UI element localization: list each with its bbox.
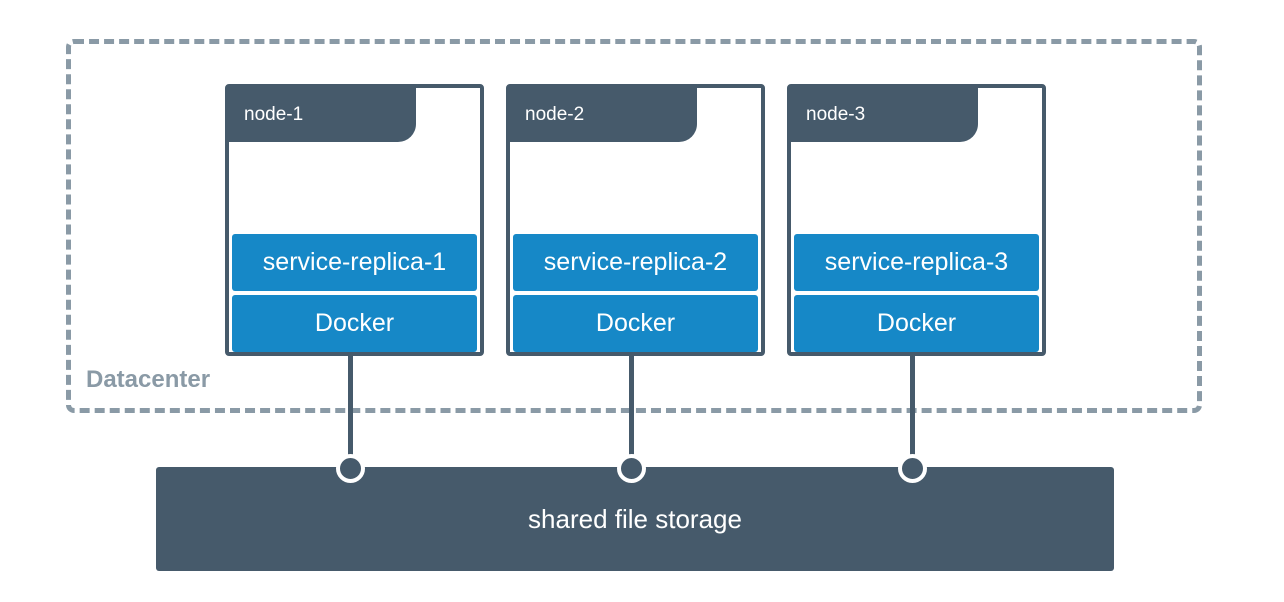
datacenter-label: Datacenter [86, 366, 211, 393]
connector-dot-2 [617, 454, 646, 483]
service-replica-block: service-replica-1 [232, 234, 477, 291]
connector-line-3 [910, 356, 915, 466]
connector-line-2 [629, 356, 634, 466]
node-tab: node-2 [510, 88, 697, 142]
service-replica-block: service-replica-2 [513, 234, 758, 291]
docker-block: Docker [794, 295, 1039, 352]
node-label: node-2 [525, 104, 585, 125]
node-tab: node-1 [229, 88, 416, 142]
node-box-3: node-3 service-replica-3 Docker [787, 84, 1046, 356]
docker-block: Docker [232, 295, 477, 352]
datacenter-boundary [66, 39, 1202, 413]
docker-block: Docker [513, 295, 758, 352]
node-box-1: node-1 service-replica-1 Docker [225, 84, 484, 356]
connector-dot-3 [898, 454, 927, 483]
connector-line-1 [348, 356, 353, 466]
node-box-2: node-2 service-replica-2 Docker [506, 84, 765, 356]
node-tab: node-3 [791, 88, 978, 142]
connector-dot-1 [336, 454, 365, 483]
node-label: node-1 [244, 104, 304, 125]
service-replica-block: service-replica-3 [794, 234, 1039, 291]
node-label: node-3 [806, 104, 866, 125]
shared-storage-block: shared file storage [156, 467, 1114, 571]
